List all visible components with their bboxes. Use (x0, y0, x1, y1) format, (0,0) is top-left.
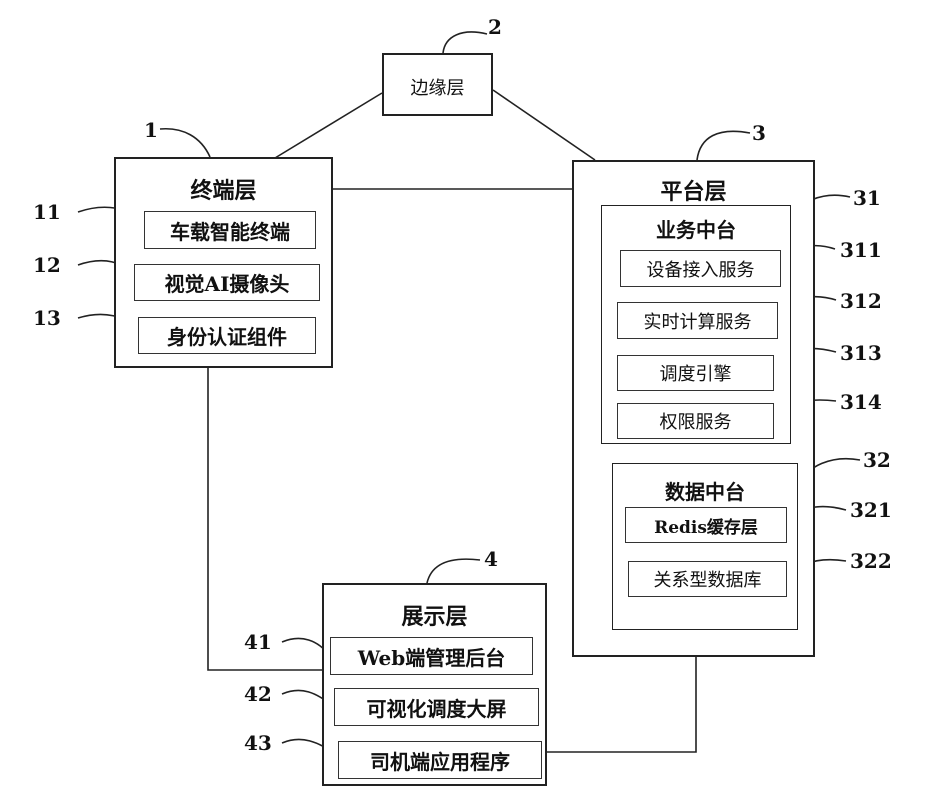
vehicle-terminal-item: 车载智能终端 (144, 211, 316, 249)
business-platform-title: 业务中台 (602, 214, 790, 243)
leader-3 (697, 131, 750, 160)
web-admin-item: Web端管理后台 (330, 637, 533, 675)
leader-2 (443, 32, 487, 53)
identity-auth-item: 身份认证组件 (138, 317, 316, 354)
ref-12: 12 (33, 253, 61, 277)
terminal-layer-title: 终端层 (116, 173, 331, 205)
platform-layer-title: 平台层 (574, 174, 813, 206)
ref-2: 2 (488, 15, 502, 39)
ref-3: 3 (752, 121, 766, 145)
ref-314: 314 (840, 390, 882, 414)
ref-11: 11 (33, 200, 61, 224)
edge-layer-box: 边缘层 (382, 53, 493, 116)
dispatch-engine-item: 调度引擎 (617, 355, 774, 391)
permission-service-item: 权限服务 (617, 403, 774, 439)
ref-41: 41 (244, 630, 272, 654)
ref-4: 4 (484, 547, 498, 571)
ref-13: 13 (33, 306, 61, 330)
edge-layer-title: 边缘层 (384, 74, 491, 100)
leader-4 (427, 559, 480, 583)
ref-313: 313 (840, 341, 882, 365)
ai-camera-item: 视觉AI摄像头 (134, 264, 320, 301)
data-platform-title: 数据中台 (613, 476, 797, 505)
ref-312: 312 (840, 289, 882, 313)
ref-42: 42 (244, 682, 272, 706)
data-platform-box: 数据中台 (612, 463, 798, 630)
display-layer-title: 展示层 (324, 599, 545, 631)
realtime-compute-item: 实时计算服务 (617, 302, 778, 339)
platform-display-link (547, 657, 696, 752)
visual-dispatch-screen-item: 可视化调度大屏 (334, 688, 539, 726)
driver-app-item: 司机端应用程序 (338, 741, 542, 779)
redis-cache-item: Redis缓存层 (625, 507, 787, 543)
edge-platform-link (493, 90, 595, 160)
ref-1: 1 (144, 118, 158, 142)
ref-311: 311 (840, 238, 882, 262)
edge-terminal-link (275, 93, 382, 158)
ref-32: 32 (863, 448, 891, 472)
ref-31: 31 (853, 186, 881, 210)
ref-43: 43 (244, 731, 272, 755)
ref-322: 322 (850, 549, 892, 573)
terminal-display-link (208, 368, 322, 670)
device-access-item: 设备接入服务 (620, 250, 781, 287)
relational-db-item: 关系型数据库 (628, 561, 787, 597)
leader-1 (160, 129, 210, 157)
ref-321: 321 (850, 498, 892, 522)
